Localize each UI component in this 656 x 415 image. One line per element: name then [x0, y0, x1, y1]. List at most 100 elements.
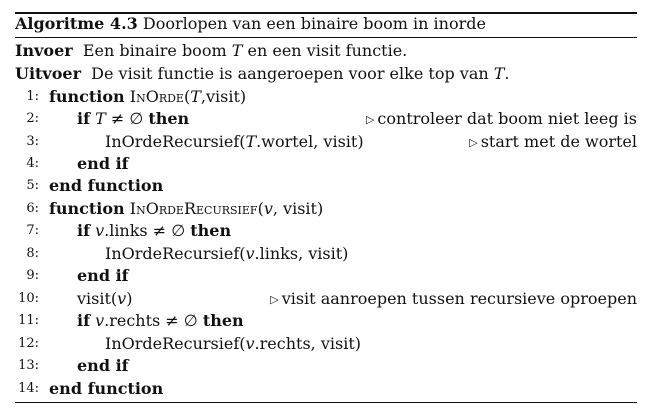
- keyword-then: then: [202, 311, 244, 330]
- code-line-1: 1: function InOrde(T,visit): [15, 86, 637, 108]
- condition-var: v: [95, 221, 105, 240]
- keyword-end-function: end function: [49, 176, 164, 195]
- keyword-end-if: end if: [77, 356, 129, 375]
- algorithm-box: Algoritme 4.3 Doorlopen van een binaire …: [15, 0, 637, 415]
- input-text-post: en een visit functie.: [247, 41, 408, 60]
- input-line: Invoer Een binaire boom T en een visit f…: [15, 40, 637, 62]
- call-name: InOrdeRecursief(: [105, 244, 246, 263]
- code-line-6: 6: function InOrdeRecursief(v, visit): [15, 198, 637, 220]
- arg-rest: ): [126, 289, 133, 308]
- params-rest: , visit): [272, 199, 324, 218]
- condition-rest: .rechts ≠ ∅: [104, 311, 198, 330]
- keyword-then: then: [190, 221, 232, 240]
- line-number: 13:: [18, 358, 39, 373]
- output-text-pre: De visit functie is aangeroepen voor elk…: [91, 64, 489, 83]
- code-line-10: 10: visit(v) ▷visit aanroepen tussen rec…: [15, 288, 637, 310]
- code-line-9: 9: end if: [15, 265, 637, 287]
- input-text-pre: Een binaire boom: [82, 41, 227, 60]
- params-open: (: [257, 199, 264, 218]
- line-number: 4:: [26, 156, 39, 171]
- output-var: T: [493, 64, 505, 83]
- code-line-2: 2: if T ≠ ∅ then ▷controleer dat boom ni…: [15, 108, 637, 130]
- procedure-name: InOrde: [129, 87, 184, 106]
- arg-rest: .rechts, visit): [254, 334, 361, 353]
- algorithm-caption: Algoritme 4.3 Doorlopen van een binaire …: [15, 13, 637, 35]
- arg-var: v: [245, 244, 255, 263]
- code-text: InOrdeRecursief(v.rechts, visit): [105, 333, 361, 355]
- line-number: 7:: [26, 223, 39, 238]
- code-text: visit(v): [77, 288, 132, 310]
- params-open: (: [183, 87, 191, 106]
- line-number: 2:: [26, 111, 39, 126]
- condition-var: v: [95, 311, 105, 330]
- keyword-end-function: end function: [49, 379, 164, 398]
- comment: ▷controleer dat boom niet leeg is: [366, 108, 637, 131]
- keyword-end-if: end if: [77, 154, 129, 173]
- output-label: Uitvoer: [15, 64, 81, 83]
- arg-rest: .links, visit): [254, 244, 349, 263]
- code-line-12: 12: InOrdeRecursief(v.rechts, visit): [15, 333, 637, 355]
- comment-text: visit aanroepen tussen recursieve oproep…: [281, 289, 637, 308]
- keyword-then: then: [148, 109, 190, 128]
- line-number: 1:: [26, 89, 39, 104]
- code-text: if T ≠ ∅ then: [77, 108, 189, 130]
- arg-var: v: [117, 289, 127, 308]
- keyword-function: function: [49, 199, 125, 218]
- caption-rule: [15, 37, 637, 38]
- comment-triangle-icon: ▷: [469, 136, 478, 149]
- keyword-function: function: [49, 87, 125, 106]
- code-line-7: 7: if v.links ≠ ∅ then: [15, 220, 637, 242]
- code-line-14: 14: end function: [15, 378, 637, 400]
- code-line-3: 3: InOrdeRecursief(T.wortel, visit) ▷sta…: [15, 131, 637, 153]
- input-label: Invoer: [15, 41, 73, 60]
- top-rule: [15, 12, 637, 14]
- bottom-rule: [15, 402, 637, 403]
- comment-triangle-icon: ▷: [270, 293, 279, 306]
- input-var: T: [231, 41, 243, 60]
- comment-text: start met de wortel: [480, 132, 637, 151]
- line-number: 6:: [26, 201, 39, 216]
- keyword-if: if: [77, 221, 90, 240]
- procedure-name: InOrdeRecursief: [129, 199, 258, 218]
- caption-label: Algoritme 4.3: [15, 14, 138, 33]
- comment-triangle-icon: ▷: [365, 113, 375, 126]
- code-text: InOrdeRecursief(T.wortel, visit): [105, 131, 364, 153]
- param-var: v: [263, 199, 273, 218]
- arg-var: v: [245, 334, 255, 353]
- code-line-11: 11: if v.rechts ≠ ∅ then: [15, 310, 637, 332]
- code-text: if v.links ≠ ∅ then: [77, 220, 231, 242]
- line-number: 9:: [26, 268, 39, 283]
- line-number: 14:: [18, 381, 39, 396]
- line-number: 8:: [26, 246, 39, 261]
- code-line-8: 8: InOrdeRecursief(v.links, visit): [15, 243, 637, 265]
- keyword-end-if: end if: [77, 266, 129, 285]
- call-name: visit(: [77, 289, 118, 308]
- keyword-if: if: [77, 109, 90, 128]
- code-text: InOrdeRecursief(v.links, visit): [105, 243, 348, 265]
- output-text-post: .: [504, 64, 510, 83]
- params-rest: ,visit): [200, 87, 247, 106]
- code-text: function InOrde(T,visit): [49, 86, 246, 108]
- call-name: InOrdeRecursief(: [105, 132, 246, 151]
- comment: ▷visit aanroepen tussen recursieve oproe…: [270, 288, 637, 311]
- arg-var: T: [245, 132, 257, 151]
- code-line-4: 4: end if: [15, 153, 637, 175]
- arg-rest: .wortel, visit): [256, 132, 364, 151]
- condition-rest: .links ≠ ∅: [104, 221, 186, 240]
- condition-rest: ≠ ∅: [105, 109, 144, 128]
- line-number: 12:: [18, 336, 39, 351]
- param-var: T: [190, 87, 201, 106]
- code-line-13: 13: end if: [15, 355, 637, 377]
- code-line-5: 5: end function: [15, 175, 637, 197]
- code-text: function InOrdeRecursief(v, visit): [49, 198, 323, 220]
- line-number: 3:: [26, 134, 39, 149]
- call-name: InOrdeRecursief(: [105, 334, 246, 353]
- condition-var: T: [95, 109, 106, 128]
- comment: ▷start met de wortel: [469, 131, 637, 154]
- code-text: if v.rechts ≠ ∅ then: [77, 310, 244, 332]
- line-number: 10:: [18, 291, 39, 306]
- line-number: 11:: [18, 313, 39, 328]
- keyword-if: if: [77, 311, 90, 330]
- line-number: 5:: [26, 178, 39, 193]
- output-line: Uitvoer De visit functie is aangeroepen …: [15, 63, 637, 85]
